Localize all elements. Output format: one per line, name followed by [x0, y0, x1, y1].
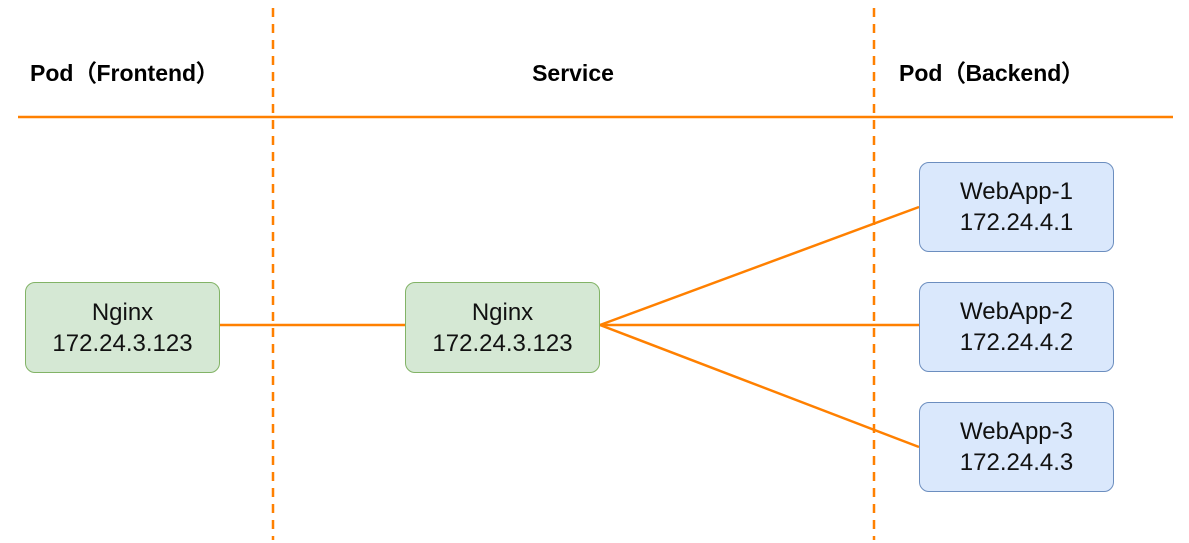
frontend-pod-header: Pod（Frontend） — [30, 60, 220, 86]
frontend-nginx-node[interactable]: Nginx 172.24.3.123 — [25, 282, 220, 373]
node-ip: 172.24.4.3 — [959, 449, 1074, 476]
service-header: Service — [532, 60, 614, 86]
node-name: WebApp-3 — [960, 418, 1073, 445]
node-name: Nginx — [471, 298, 534, 326]
webapp-1-node[interactable]: WebApp-1 172.24.4.1 — [919, 162, 1114, 252]
node-name: Nginx — [91, 298, 154, 326]
node-ip: 172.24.4.2 — [959, 329, 1074, 356]
webapp-2-node[interactable]: WebApp-2 172.24.4.2 — [919, 282, 1114, 372]
node-name: WebApp-1 — [960, 178, 1073, 205]
edge-service-to-webapp-3 — [599, 323, 920, 449]
webapp-3-node[interactable]: WebApp-3 172.24.4.3 — [919, 402, 1114, 492]
node-ip: 172.24.3.123 — [432, 329, 573, 357]
node-ip: 172.24.3.123 — [52, 329, 193, 357]
node-name: WebApp-2 — [960, 298, 1073, 325]
backend-pod-header: Pod（Backend） — [899, 60, 1085, 86]
edge-service-to-webapp-1 — [599, 205, 920, 327]
node-ip: 172.24.4.1 — [959, 209, 1074, 236]
service-nginx-node[interactable]: Nginx 172.24.3.123 — [405, 282, 600, 373]
